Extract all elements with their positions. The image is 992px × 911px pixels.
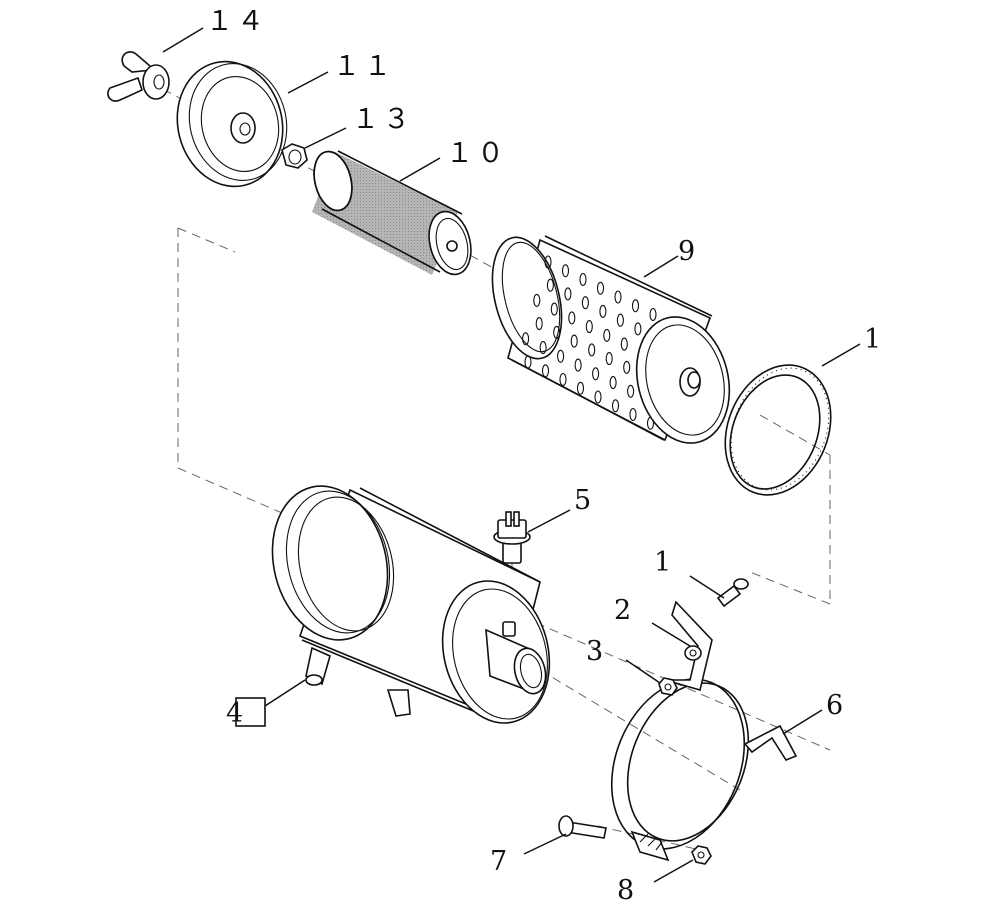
perforation-hole [568, 311, 576, 325]
perforation-hole [596, 281, 605, 295]
perforation-hole [603, 328, 611, 342]
callout-3: 3 [586, 636, 603, 667]
perforation-hole [585, 320, 593, 334]
perforation-hole [605, 352, 613, 366]
hex-nut-part-13 [281, 143, 308, 169]
callout-9: 9 [678, 236, 695, 267]
perforation-hole [649, 307, 657, 322]
service-indicator-part-5 [493, 511, 531, 564]
sealing-ring-part-1 [724, 364, 832, 496]
washer-part-2 [684, 645, 702, 661]
nut-part-8 [691, 845, 712, 865]
perforation-hole [576, 381, 585, 395]
wing-nut-part-14 [107, 51, 170, 102]
perforation-hole [620, 337, 628, 351]
callout-labels: １４ １１ １３ １０ 9 1 5 1 2 3 4 6 7 8 [206, 6, 881, 906]
perforation-hole [522, 332, 530, 346]
callout-2: 2 [614, 595, 631, 626]
perforation-hole [588, 343, 596, 357]
perforation-hole [599, 304, 607, 318]
perforation-hole [634, 322, 642, 336]
callout-11: １１ [333, 51, 395, 82]
perforation-hole [557, 349, 565, 363]
perforation-hole [614, 290, 622, 304]
perforation-hole [609, 376, 617, 390]
perforation-hole [546, 278, 554, 292]
callout-8: 8 [617, 875, 634, 906]
leader-lines [162, 27, 861, 883]
bolt-part-7 [558, 815, 607, 839]
perforation-hole [616, 313, 624, 327]
assembly-guide-lines [149, 81, 831, 851]
callout-6: 6 [826, 690, 843, 721]
end-cover-part-11 [176, 60, 288, 188]
bolt-part-1 [716, 578, 749, 608]
perforation-hole [611, 399, 620, 413]
perforation-hole [594, 390, 602, 404]
perforation-hole [627, 384, 635, 398]
perforation-hole [581, 296, 589, 310]
callout-4: 4 [226, 698, 243, 729]
perforation-hole [592, 367, 600, 381]
perforation-hole [535, 317, 543, 331]
safety-element-part-10 [312, 150, 472, 276]
perforation-hole [559, 372, 567, 387]
perforation-hole [539, 341, 547, 355]
callout-14: １４ [206, 6, 268, 37]
callout-13: １３ [352, 104, 414, 135]
perforation-hole [544, 255, 552, 269]
callout-5: 5 [574, 485, 591, 516]
perforation-hole [570, 334, 578, 348]
perforation-hole [579, 272, 587, 287]
mounting-strap-part-6 [610, 600, 798, 862]
perforation-hole [574, 358, 582, 372]
square-marker-part-4 [235, 697, 266, 727]
callout-7: 7 [490, 846, 507, 877]
filter-element-part-9 [491, 235, 731, 444]
callout-10: １０ [446, 138, 508, 169]
perforation-hole [623, 360, 631, 374]
nut-part-3 [658, 677, 678, 696]
perforation-hole [564, 287, 572, 301]
perforation-hole [629, 407, 637, 422]
perforation-hole [631, 299, 640, 313]
perforation-hole [553, 325, 561, 339]
callout-1-ring: 1 [864, 324, 881, 355]
perforation-hole [550, 302, 558, 316]
perforation-hole [533, 293, 541, 307]
callout-1-bolt: 1 [654, 547, 671, 578]
filter-housing [271, 485, 551, 724]
perforation-hole [561, 264, 570, 278]
